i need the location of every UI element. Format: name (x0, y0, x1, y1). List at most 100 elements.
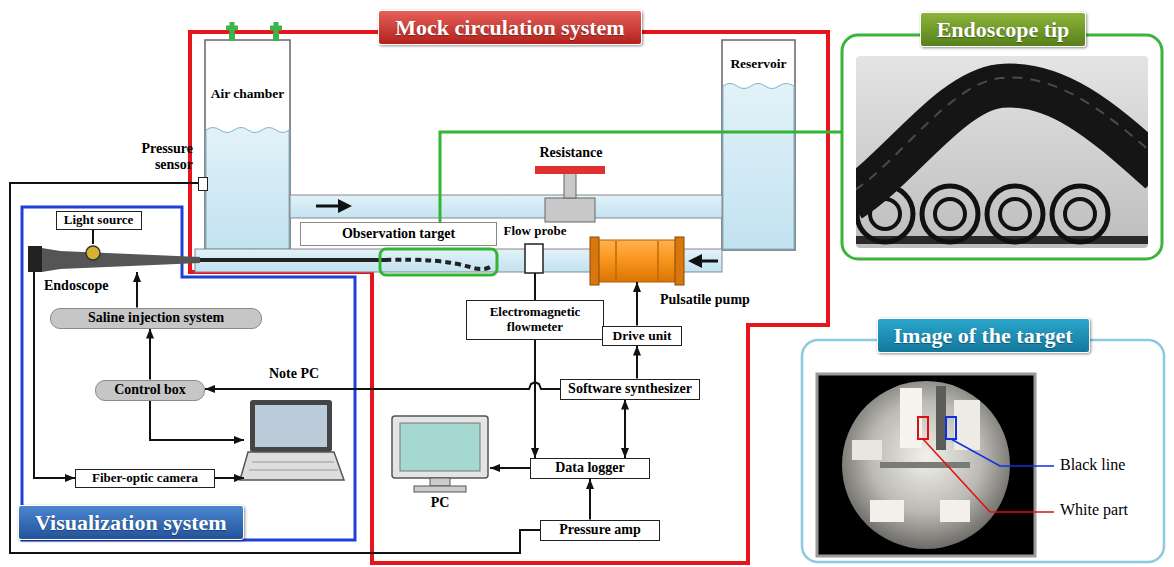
connector (92, 230, 94, 245)
connector (215, 477, 244, 479)
laptop-keys (252, 462, 334, 463)
node-label: Control box (114, 382, 186, 398)
target-highlight (380, 249, 497, 275)
white-patch (870, 500, 904, 522)
connector (589, 479, 591, 520)
node-label: Data logger (555, 460, 625, 476)
monitor-frame (392, 416, 488, 478)
node-label: Fiber-optic camera (92, 471, 198, 486)
reservoir-wall (722, 40, 795, 250)
node-label: Drive unit (613, 328, 672, 344)
laptop-keys (249, 470, 338, 471)
ring (1000, 199, 1030, 229)
leader-line (951, 439, 1054, 466)
node-label: Light source (64, 213, 133, 228)
connector (624, 400, 626, 459)
connector (136, 272, 138, 308)
laptop-lid (250, 400, 332, 452)
ring (922, 186, 978, 242)
image-frame (817, 374, 1035, 556)
connector (205, 382, 560, 389)
tube-sheen (856, 77, 1148, 190)
region-title: Image of the target (877, 318, 1090, 353)
process-box: Light source (56, 211, 142, 230)
laptop-keyboard (240, 452, 344, 480)
label-layer: Black lineWhite part (0, 0, 1, 1)
flow-arrow-head (688, 254, 702, 268)
endoscope: Endoscope (28, 244, 200, 272)
process-box: Software synthesizer (560, 379, 700, 400)
observation-box: Observation target (300, 222, 497, 246)
pump-body (596, 240, 678, 282)
leader-line (923, 439, 1054, 512)
valve-plus (270, 22, 282, 34)
pump-cap (675, 237, 684, 285)
scope-pattern (852, 386, 980, 522)
rounded-box: Control box (95, 380, 205, 401)
process-box: Pressure amp (540, 520, 660, 541)
air-chamber: Air chamber (205, 40, 290, 250)
valve-stem (564, 172, 576, 198)
reservoir-water (723, 84, 794, 250)
photo-panel: Image of the target (800, 318, 1166, 564)
image-panel-outline (802, 340, 1164, 562)
pressure-sensor: Pressure sensor (198, 177, 208, 191)
connector (534, 273, 536, 300)
flow-probe: Flow probe (498, 224, 572, 273)
monitor-screen (400, 423, 480, 471)
callout-label: White part (1060, 501, 1061, 519)
system-region: Visualization system Light sourceEndoscop… (18, 205, 358, 545)
ring (935, 199, 965, 229)
process-box: Fiber-optic camera (75, 469, 215, 488)
pump-cap (590, 237, 599, 285)
desktop-pc: PC (390, 415, 490, 493)
flow-probe-symbol (525, 244, 543, 273)
reservoir: Reservoir (722, 40, 795, 250)
white-patch (940, 500, 970, 522)
mock-circulation-outline (190, 32, 828, 563)
white-patch (852, 440, 882, 460)
system-region: Mock circulation systemAir chamberResist… (188, 8, 832, 567)
resistance-valve: Resistance (525, 145, 617, 165)
node-label: Software synthesizer (568, 381, 692, 397)
connector (34, 272, 75, 478)
valve-stem (273, 33, 279, 41)
pump-stripe (615, 241, 617, 281)
node-label: Air chamber (205, 86, 290, 102)
node-label: PC (390, 495, 490, 511)
air-chamber-water (206, 128, 289, 250)
valve-handle (535, 166, 605, 174)
endoscope-body (42, 248, 200, 272)
process-box: Data logger (530, 458, 650, 479)
node-label: Electromagnetic flowmeter (467, 305, 603, 335)
valve-body (545, 198, 595, 222)
connector (10, 183, 540, 553)
node-label: Pulsatile pump (660, 292, 754, 308)
endoscope-eyepiece (28, 246, 42, 272)
region-title: Mock circulation system (378, 10, 641, 45)
node-label: Resistance (525, 145, 617, 161)
valve-plus (226, 22, 238, 34)
region-title: Visualization system (18, 505, 244, 540)
tip-photo (856, 56, 1148, 248)
region-title: Endoscope tip (920, 12, 1087, 47)
connector (150, 401, 244, 441)
connector (534, 340, 536, 458)
node-label: Saline injection system (88, 310, 224, 326)
pulsatile-pump: Pulsatile pump (590, 238, 684, 282)
node-label: Pressure amp (559, 522, 641, 538)
monitor-base (414, 486, 466, 492)
callout-label: Black line (1060, 456, 1061, 474)
laptop-pc: Note PC (244, 398, 344, 482)
flow-arrow-head (338, 199, 352, 213)
rounded-box: Saline injection system (50, 308, 262, 329)
connector (440, 132, 842, 222)
ring (1065, 199, 1095, 229)
connector (636, 346, 638, 379)
air-chamber-wall (205, 40, 290, 250)
laptop-screen (255, 405, 327, 447)
node-label: Note PC (244, 366, 344, 382)
black-line-marker (946, 417, 956, 439)
valve-stem (229, 33, 235, 41)
